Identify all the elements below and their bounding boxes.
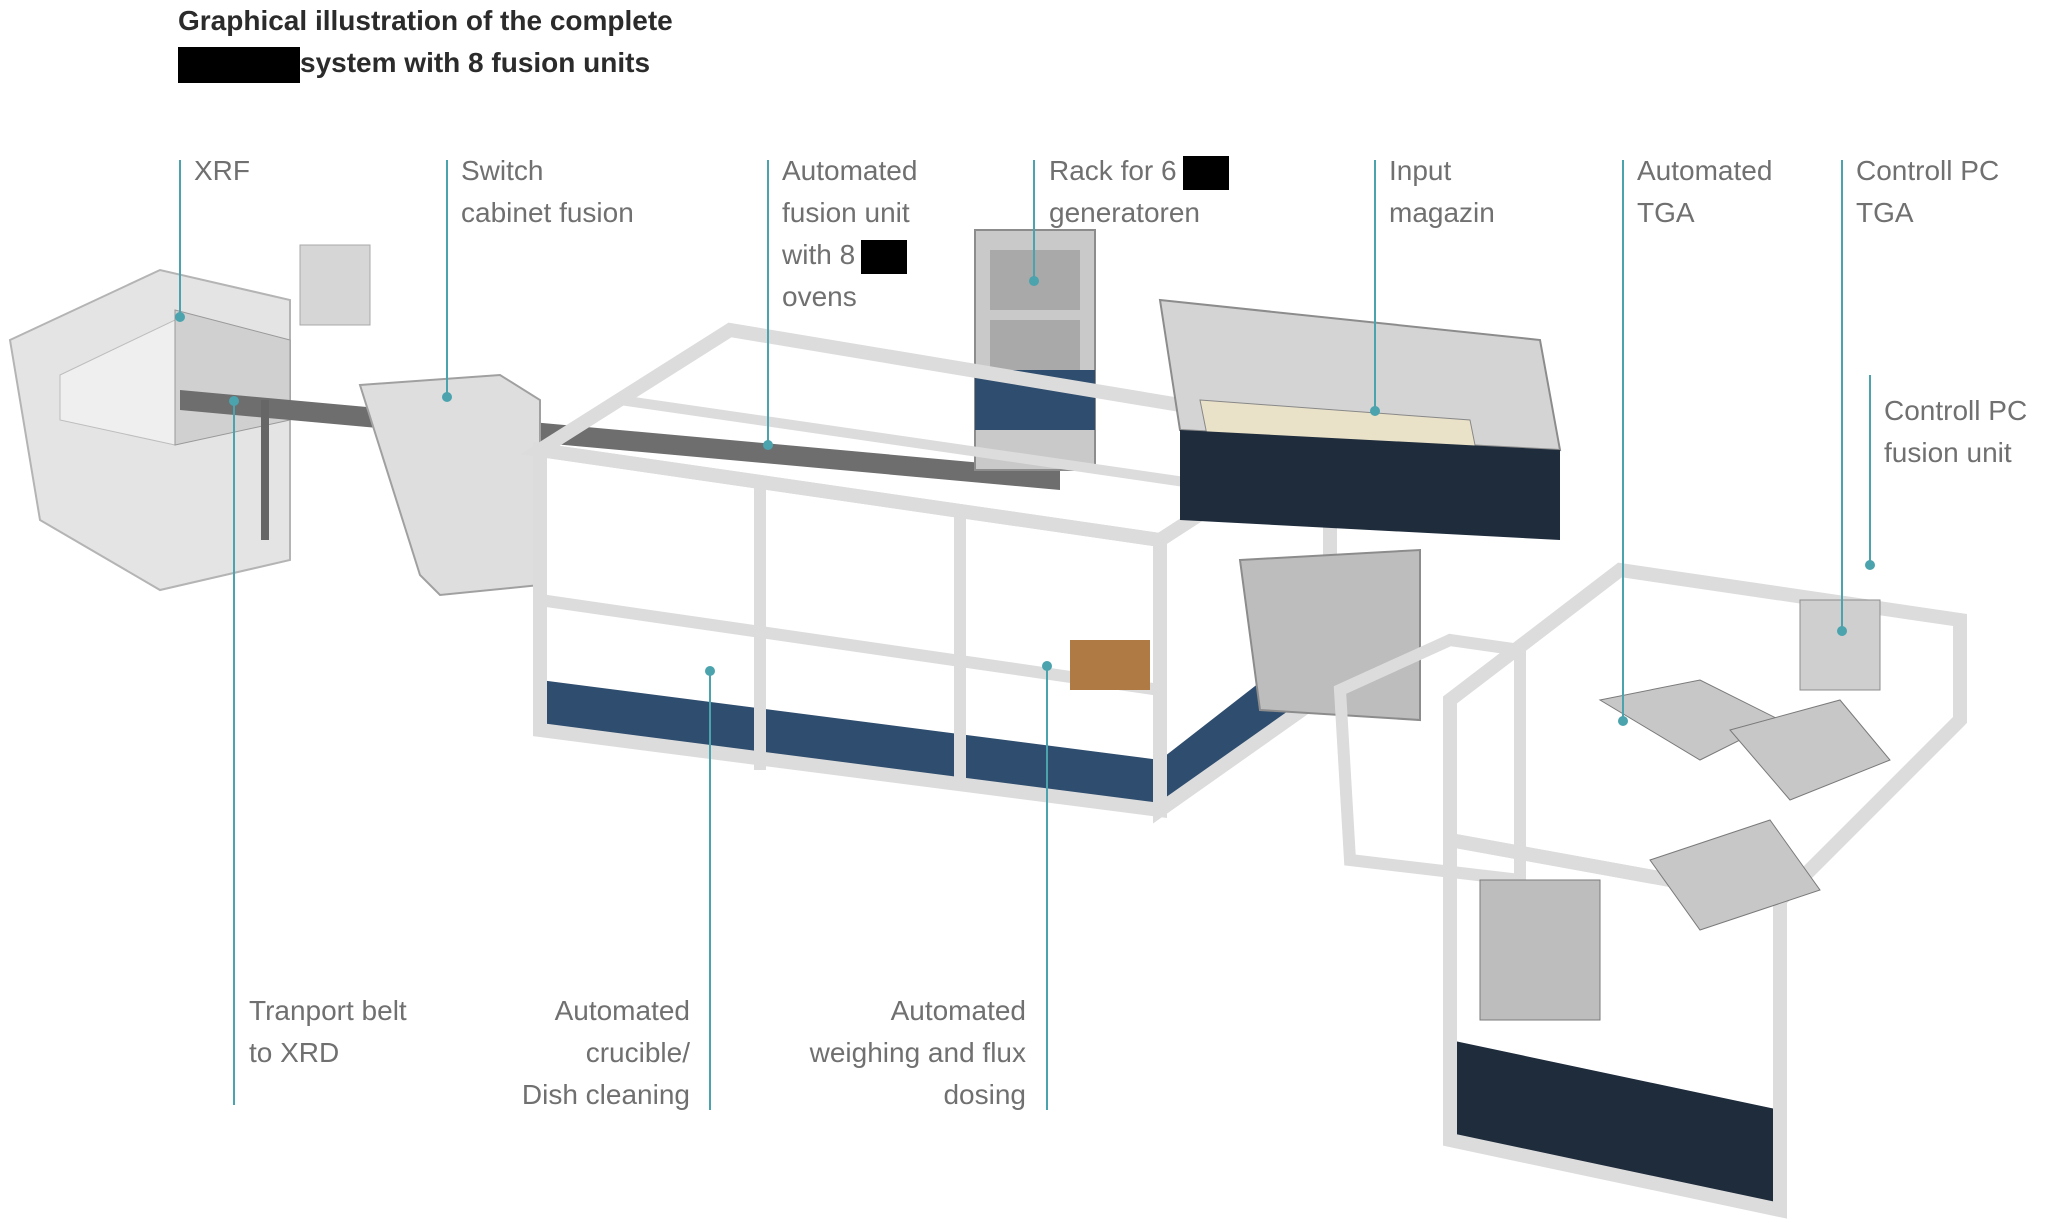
- leader-line-controll-pc-fusion: [1869, 375, 1871, 565]
- label-controll-pc-tga-line-2: TGA: [1856, 197, 1914, 228]
- leader-dot-switch-cabinet: [442, 392, 452, 402]
- label-rack-line-1: Rack for 6: [1049, 155, 1177, 186]
- label-controll-pc-fusion-line-1: Controll PC: [1884, 395, 2028, 426]
- label-weighing-dosing-line-2: weighing and flux: [809, 1037, 1026, 1068]
- leader-dot-automated-tga: [1618, 716, 1628, 726]
- leader-line-switch-cabinet: [446, 160, 448, 395]
- label-switch-cabinet-line-2: cabinet fusion: [461, 197, 634, 228]
- leader-line-controll-pc-tga: [1841, 160, 1843, 630]
- label-fusion-unit-line-2: fusion unit: [782, 197, 910, 228]
- label-switch-cabinet: Switch cabinet fusion: [461, 150, 634, 234]
- link-cabinet: [1238, 548, 1421, 722]
- label-input-magazin: Input magazin: [1389, 150, 1495, 234]
- generator-rack: [974, 229, 1096, 471]
- label-fusion-unit-line-3: with 8: [782, 239, 856, 270]
- label-transport-belt-line-1: Tranport belt: [249, 995, 407, 1026]
- label-rack: Rack for 6 generatoren: [1049, 150, 1229, 234]
- leader-line-xrf: [179, 160, 181, 315]
- leader-line-crucible-cleaning: [709, 670, 711, 1110]
- label-automated-tga: Automated TGA: [1637, 150, 1772, 234]
- label-controll-pc-tga-line-1: Controll PC: [1856, 155, 2000, 186]
- leader-line-rack: [1033, 160, 1035, 280]
- label-weighing-dosing-line-1: Automated: [890, 995, 1026, 1026]
- label-weighing-dosing-line-3: dosing: [943, 1079, 1026, 1110]
- figure-title: Graphical illustration of the complete s…: [178, 0, 673, 84]
- leader-line-weighing-dosing: [1046, 665, 1048, 1110]
- leader-line-fusion-unit: [767, 160, 769, 445]
- label-switch-cabinet-line-1: Switch: [461, 155, 544, 186]
- redacted-block: [1182, 155, 1229, 190]
- label-input-magazin-line-2: magazin: [1389, 197, 1495, 228]
- label-controll-pc-fusion: Controll PC fusion unit: [1884, 390, 2027, 474]
- label-fusion-unit-line-4: ovens: [782, 281, 857, 312]
- label-crucible-cleaning-line-2: crucible/: [585, 1037, 690, 1068]
- leader-dot-controll-pc-tga: [1837, 626, 1847, 636]
- leader-line-automated-tga: [1622, 160, 1624, 720]
- leader-dot-rack: [1029, 276, 1039, 286]
- figure-title-line-2: system with 8 fusion units: [178, 42, 673, 84]
- label-controll-pc-fusion-line-2: fusion unit: [1884, 437, 2012, 468]
- tga-enclosure: [1333, 562, 1967, 1219]
- leader-dot-fusion-unit: [763, 440, 773, 450]
- label-rack-line-2: generatoren: [1049, 197, 1201, 228]
- label-automated-tga-line-2: TGA: [1637, 197, 1695, 228]
- leader-line-input-magazin: [1374, 160, 1376, 410]
- label-fusion-unit: Automated fusion unit with 8 ovens: [782, 150, 917, 318]
- label-controll-pc-tga: Controll PC TGA: [1856, 150, 1999, 234]
- redacted-block: [861, 239, 908, 274]
- label-crucible-cleaning-line-1: Automated: [554, 995, 690, 1026]
- label-automated-tga-line-1: Automated: [1637, 155, 1773, 186]
- leader-line-transport-belt: [233, 400, 235, 1105]
- label-transport-belt: Tranport belt to XRD: [249, 990, 407, 1074]
- input-magazin: [1158, 298, 1562, 540]
- leader-dot-xrf: [175, 312, 185, 322]
- label-fusion-unit-line-1: Automated: [782, 155, 918, 186]
- label-rack-line-1-wrap: Rack for 6: [1049, 150, 1229, 192]
- label-transport-belt-line-2: to XRD: [249, 1037, 340, 1068]
- leader-dot-controll-pc-fusion: [1865, 560, 1875, 570]
- label-weighing-dosing: Automated weighing and flux dosing: [810, 990, 1026, 1116]
- switch-cabinet: [358, 373, 541, 597]
- leader-dot-transport-belt: [229, 396, 239, 406]
- label-crucible-cleaning-line-3: Dish cleaning: [521, 1079, 690, 1110]
- label-xrf: XRF: [194, 150, 250, 192]
- label-input-magazin-line-1: Input: [1389, 155, 1452, 186]
- figure-title-line-1: Graphical illustration of the complete: [178, 5, 673, 36]
- label-fusion-unit-line-3-wrap: with 8: [782, 234, 917, 276]
- label-crucible-cleaning: Automated crucible/ Dish cleaning: [522, 990, 690, 1116]
- redacted-block: [178, 46, 300, 83]
- leader-dot-crucible-cleaning: [705, 666, 715, 676]
- label-xrf-line-1: XRF: [194, 155, 250, 186]
- figure-title-line-2-text: system with 8 fusion units: [300, 47, 651, 78]
- leader-dot-weighing-dosing: [1042, 661, 1052, 671]
- leader-dot-input-magazin: [1370, 406, 1380, 416]
